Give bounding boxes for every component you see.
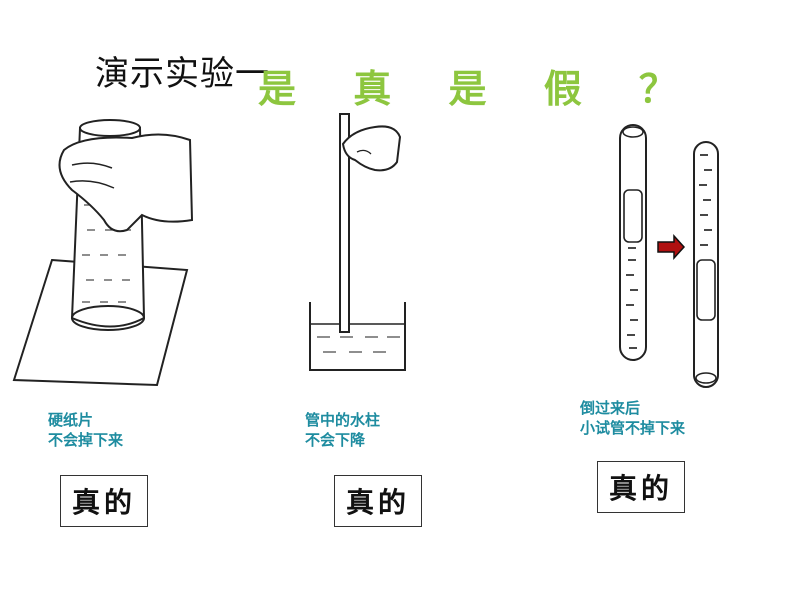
cup-cardboard-illustration [12, 119, 194, 387]
verdict-box-1: 真的 [60, 475, 148, 527]
caption-line: 不会下降 [305, 431, 366, 449]
caption-experiment-2: 管中的水柱 不会下降 [305, 410, 380, 450]
verdict-box-3: 真的 [597, 461, 685, 513]
caption-line: 不会掉下来 [48, 431, 124, 449]
caption-experiment-1: 硬纸片 不会掉下来 [48, 410, 123, 450]
verdict-box-2: 真的 [334, 475, 422, 527]
caption-line: 管中的水柱 [305, 411, 381, 429]
test-tube-illustration [619, 124, 719, 388]
slide-title: 演示实验一 [95, 54, 270, 94]
caption-experiment-3: 倒过来后 小试管不掉下来 [580, 398, 685, 438]
question-heading: 是 真 是 假 ？ [258, 66, 699, 111]
tube-in-water-illustration [309, 113, 406, 371]
caption-line: 倒过来后 [580, 399, 641, 417]
caption-line: 硬纸片 [48, 411, 94, 429]
caption-line: 小试管不掉下来 [580, 419, 686, 437]
